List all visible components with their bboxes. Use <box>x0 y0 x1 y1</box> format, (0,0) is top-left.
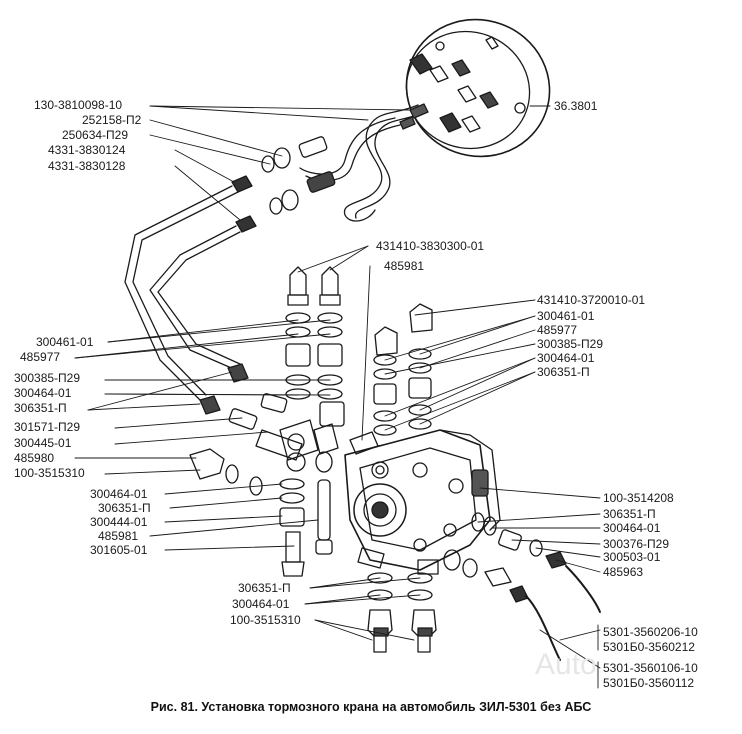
right-side-fittings <box>443 512 601 661</box>
label-300376-p29: 300376-П29 <box>603 537 670 551</box>
tube-fittings <box>231 136 336 233</box>
label-100-3515310-left: 100-3515310 <box>14 466 85 480</box>
label-5301b0-3560212: 5301Б0-3560212 <box>603 640 695 654</box>
label-300464-01-lower: 300464-01 <box>90 487 148 501</box>
label-306351-p-lower: 306351-П <box>98 501 151 515</box>
bottom-fittings <box>367 572 437 653</box>
label-306351-p-bottom: 306351-П <box>238 581 291 595</box>
label-130-3810098-10: 130-3810098-10 <box>34 98 123 112</box>
label-300385-p29: 300385-П29 <box>14 371 81 385</box>
label-431410-3720010-01: 431410-3720010-01 <box>537 293 646 307</box>
left-tee-fittings <box>189 363 303 496</box>
label-485981-left: 485981 <box>98 529 139 543</box>
watermark: Auto <box>535 648 597 681</box>
lower-left-stack <box>279 451 333 577</box>
label-252158-p2: 252158-П2 <box>82 113 142 127</box>
label-485980: 485980 <box>14 451 55 465</box>
label-301605-01: 301605-01 <box>90 543 148 557</box>
label-5301b0-3560112: 5301Б0-3560112 <box>603 676 695 690</box>
label-300461-01-right: 300461-01 <box>537 309 595 323</box>
label-306351-p: 306351-П <box>14 401 67 415</box>
label-5301-3560106-10: 5301-3560106-10 <box>603 661 698 675</box>
label-306351-p-valve: 306351-П <box>603 507 656 521</box>
label-485977-right: 485977 <box>537 323 578 337</box>
label-5301-3560206-10: 5301-3560206-10 <box>603 625 698 639</box>
label-485977: 485977 <box>20 350 61 364</box>
brake-lines <box>124 185 241 401</box>
label-250634-p29: 250634-П29 <box>62 128 129 142</box>
label-301571-p29: 301571-П29 <box>14 420 81 434</box>
label-100-3514208: 100-3514208 <box>603 491 674 505</box>
brake-valve-body <box>344 429 501 575</box>
label-306351-p-right: 306351-П <box>537 365 590 379</box>
label-300445-01: 300445-01 <box>14 436 72 450</box>
label-100-3515310-bottom: 100-3515310 <box>230 613 301 627</box>
label-300464-01-valve: 300464-01 <box>603 521 661 535</box>
label-300444-01: 300444-01 <box>90 515 148 529</box>
left-fitting-stack <box>279 266 345 472</box>
label-300464-01-bottom: 300464-01 <box>232 597 290 611</box>
gauge-tubes <box>299 103 429 222</box>
label-4331-3830128: 4331-3830128 <box>48 159 126 173</box>
label-4331-3830124: 4331-3830124 <box>48 143 126 157</box>
label-485963: 485963 <box>603 565 644 579</box>
figure-caption: Рис. 81. Установка тормозного крана на а… <box>150 700 592 714</box>
label-431410-3830300-01: 431410-3830300-01 <box>376 239 485 253</box>
pressure-gauge <box>405 18 551 158</box>
label-300464-01: 300464-01 <box>14 386 72 400</box>
label-300385-p29-right: 300385-П29 <box>537 337 604 351</box>
label-300503-01: 300503-01 <box>603 550 661 564</box>
right-fitting-stack <box>373 303 433 436</box>
label-300464-01-right: 300464-01 <box>537 351 595 365</box>
label-485981-top: 485981 <box>384 259 425 273</box>
leader-lines <box>74 105 601 689</box>
label-300461-01: 300461-01 <box>36 335 94 349</box>
label-36-3801: 36.3801 <box>554 99 598 113</box>
